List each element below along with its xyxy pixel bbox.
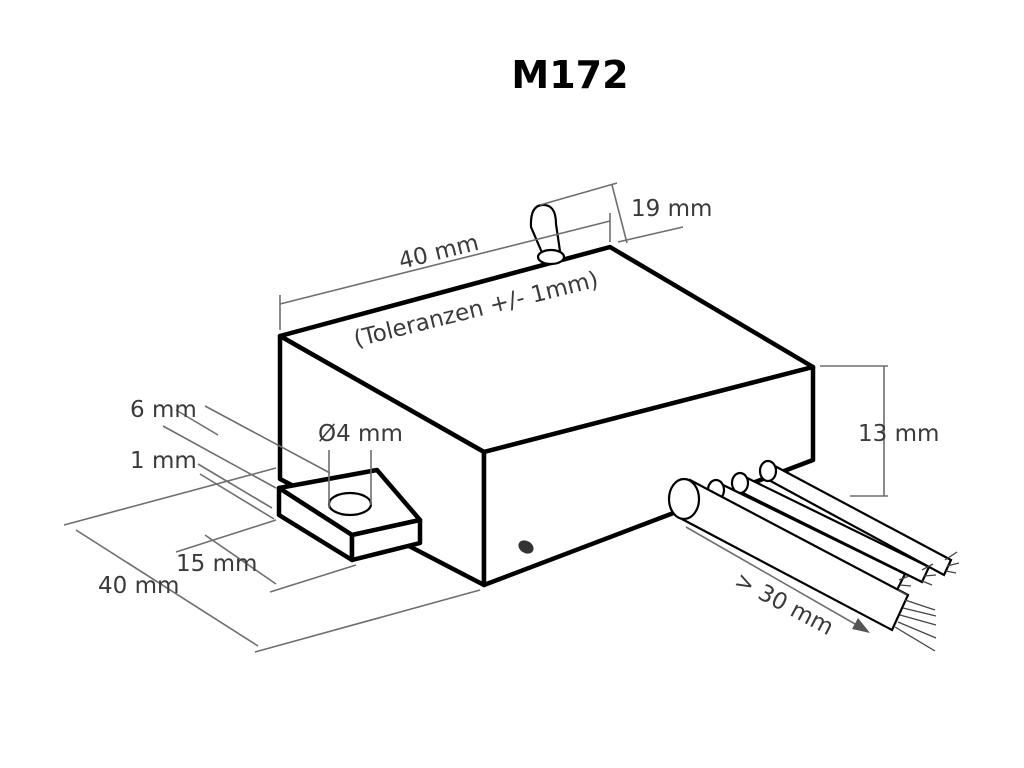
led-dot bbox=[518, 540, 534, 554]
tab-thickness-label: 1 mm bbox=[130, 448, 197, 474]
module-housing bbox=[277, 244, 816, 588]
depth-label: 40 mm bbox=[98, 573, 179, 599]
mounting-tab bbox=[276, 467, 423, 563]
drawing-title: M172 bbox=[511, 53, 628, 97]
height-label: 13 mm bbox=[858, 421, 939, 447]
toggle-switch bbox=[529, 203, 566, 266]
switch-offset-label: 19 mm bbox=[631, 196, 712, 222]
dimension-lines bbox=[63, 182, 888, 653]
tab-length-label: 15 mm bbox=[176, 551, 257, 577]
width-top-label: 40 mm bbox=[396, 230, 481, 275]
tab-hole-label: Ø4 mm bbox=[318, 421, 403, 447]
tab-width-label: 6 mm bbox=[130, 397, 197, 423]
wire-bundle bbox=[667, 459, 960, 652]
